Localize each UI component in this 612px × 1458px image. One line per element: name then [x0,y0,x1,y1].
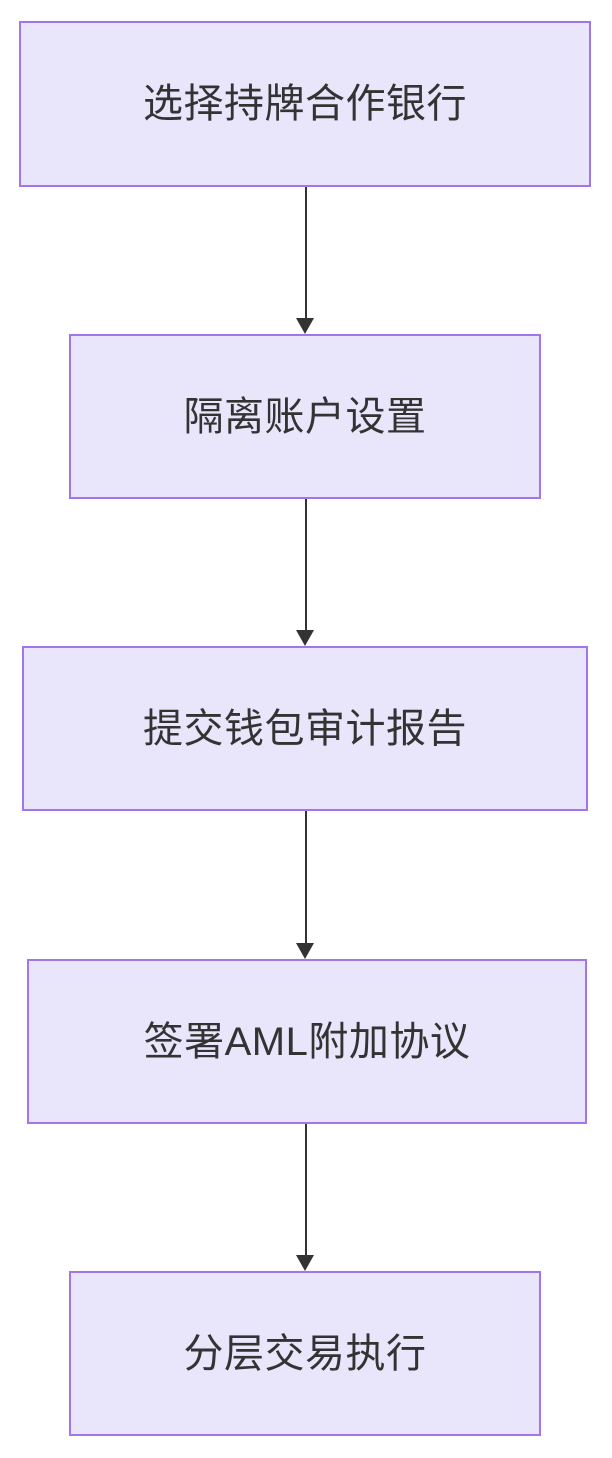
flow-node-label: 选择持牌合作银行 [143,82,467,126]
flow-node-label: 分层交易执行 [183,1331,427,1376]
arrow-head-icon [296,630,314,646]
flow-node-label: 提交钱包审计报告 [143,706,467,751]
edge-line-1 [305,187,307,320]
flow-node-tiered-transaction-execution[interactable]: 分层交易执行 [69,1271,541,1436]
arrow-head-icon [296,318,314,334]
arrow-head-icon [296,1255,314,1271]
flow-node-label: 签署AML附加协议 [143,1019,471,1064]
flow-node-select-licensed-partner-bank[interactable]: 选择持牌合作银行 [19,21,591,187]
edge-line-4 [305,1124,307,1257]
edge-line-2 [305,499,307,632]
flow-node-submit-wallet-audit-report[interactable]: 提交钱包审计报告 [22,646,588,811]
edge-line-3 [305,811,307,945]
flow-node-label: 隔离账户设置 [183,394,427,439]
flow-node-segregated-account-setup[interactable]: 隔离账户设置 [69,334,541,499]
flow-node-sign-aml-addendum[interactable]: 签署AML附加协议 [27,959,587,1124]
arrow-head-icon [296,943,314,959]
